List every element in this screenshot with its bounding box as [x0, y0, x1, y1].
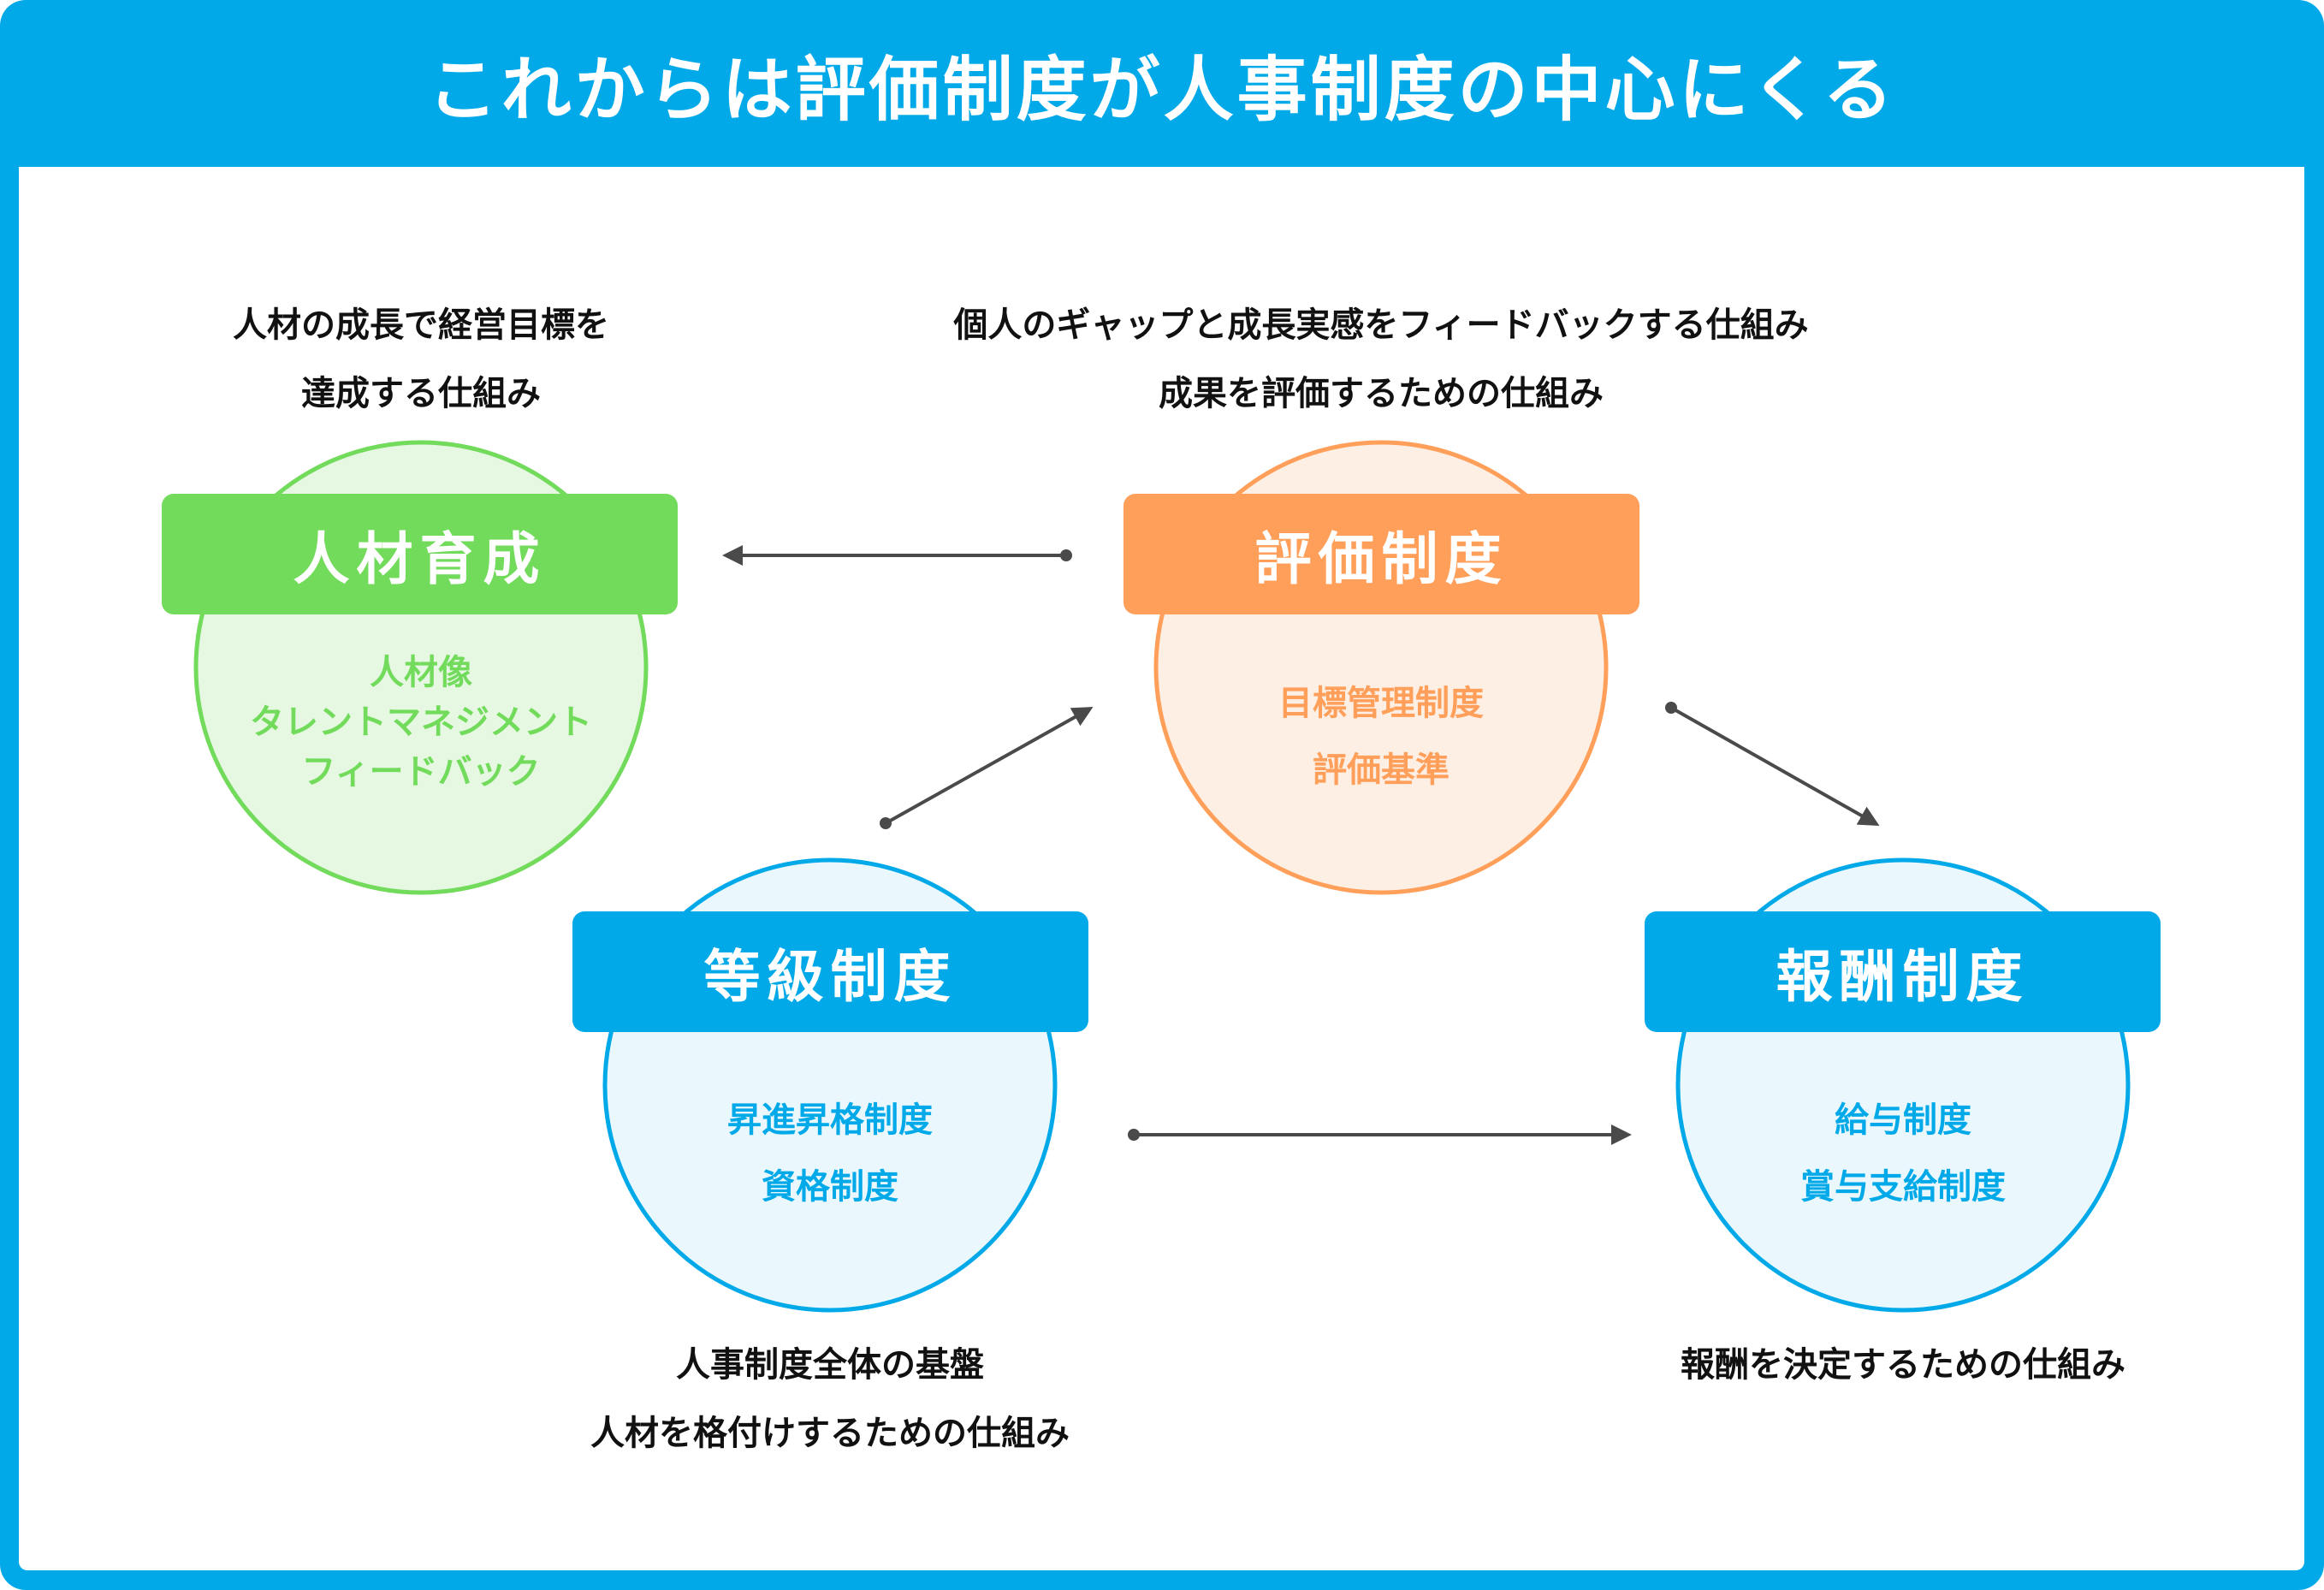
- item: 賞与支給制度: [1800, 1167, 2006, 1207]
- item: 資格制度: [762, 1167, 898, 1207]
- grade-description: 人事制度全体の基盤 人材を格付けするための仕組み: [590, 1345, 1070, 1453]
- compensation-description: 報酬を決定するための仕組み: [1681, 1345, 2125, 1385]
- page-title: これからは評価制度が人事制度の中心にくる: [427, 50, 1897, 131]
- evaluation-items: 目標管理制度 評価基準: [1159, 670, 1604, 804]
- development-items: 人材像 タレントマネジメント フィードバック: [199, 648, 643, 797]
- item: タレントマネジメント: [250, 703, 592, 742]
- evaluation-label: 評価制度: [1123, 494, 1639, 614]
- development-description: 人材の成長で経営目標を 達成する仕組み: [233, 306, 609, 413]
- item: 目標管理制度: [1278, 684, 1484, 723]
- grade-items: 昇進昇格制度 資格制度: [608, 1087, 1052, 1220]
- item: 評価基準: [1313, 751, 1450, 790]
- item: 給与制度: [1835, 1101, 1971, 1140]
- item: 人材像: [370, 653, 472, 692]
- edge-start-dot: [880, 817, 892, 829]
- grade-label: 等級制度: [572, 911, 1088, 1032]
- evaluation-description: 個人のギャップと成長実感をフィードバックする仕組み 成果を評価するための仕組み: [953, 306, 1809, 413]
- item: フィードバック: [301, 752, 541, 792]
- edge-grade-to-compensation: [1128, 1124, 1632, 1145]
- edge-start-dot: [1060, 549, 1072, 561]
- edge-start-dot: [1128, 1129, 1140, 1141]
- development-label: 人材育成: [162, 494, 678, 614]
- edge-evaluation-to-development: [722, 545, 1072, 566]
- compensation-label: 報酬制度: [1645, 911, 2161, 1032]
- compensation-items: 給与制度 賞与支給制度: [1681, 1087, 2125, 1220]
- edge-start-dot: [1665, 702, 1677, 714]
- edge-evaluation-to-compensation: [1665, 702, 1880, 826]
- item: 昇進昇格制度: [727, 1101, 933, 1140]
- edge-grade-to-evaluation: [880, 707, 1094, 829]
